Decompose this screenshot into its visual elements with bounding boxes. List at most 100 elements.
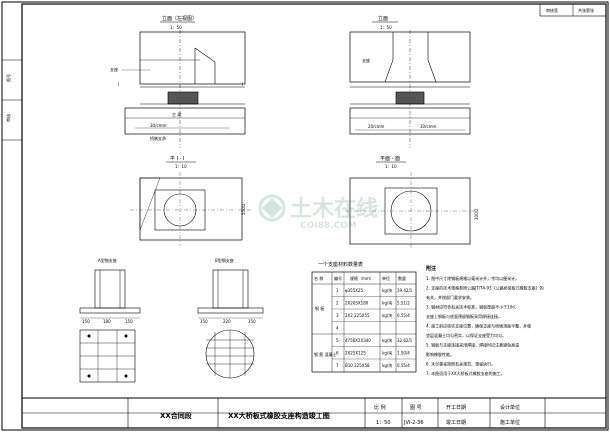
- notes-title: 附注: [426, 265, 436, 272]
- table-cell-id: 7: [336, 363, 339, 368]
- elev-right-dim1: 20/cmm: [368, 124, 385, 129]
- plan-view-right: 平面 - 面 1：10 100/2: [345, 156, 479, 250]
- anchor-a-detail: A型钢支座 150 180 150: [79, 257, 141, 383]
- anchor-a-dim-2: 150: [125, 319, 133, 324]
- table-cell-qty: 0.55/4: [397, 313, 410, 318]
- contract-label: XX合同段: [160, 411, 192, 420]
- side-label-b: 审核: [5, 114, 11, 122]
- drawing-title: XX大桥板式橡胶支座构造竣工图: [228, 411, 330, 420]
- table-cell-unit: kg/块: [382, 350, 392, 356]
- table-header-4: 数量: [398, 275, 406, 281]
- notes-block: 附注 1. 图中尺寸除钢板规格以毫米计外，余均以厘米计。 2. 支座的技术规格参照…: [426, 265, 544, 376]
- table-cell-id: 4: [336, 326, 339, 331]
- scale-label: 比 例: [374, 404, 386, 411]
- svg-text:COI88.COM: COI88.COM: [300, 221, 357, 231]
- table-cell-spec: φ355X25: [345, 288, 364, 293]
- fig-label: 图 号: [410, 405, 422, 411]
- plan1-dim: 550/2: [241, 203, 246, 215]
- note-line: 2. 支座的技术规格参照公路JT/T4-93《公路桥梁板式橡胶支座》的: [426, 285, 544, 291]
- table-cell-qty: 19.42/1: [397, 288, 413, 293]
- table-cell-id: 6: [336, 351, 339, 356]
- note-line: 支座上钢板与底面预留钢板采用焊接连接。: [426, 313, 502, 319]
- table-cell-id: 5: [336, 338, 339, 343]
- note-line: 垫层混凝土均匀密实，以保证支座受力均匀。: [426, 332, 506, 338]
- table-cell-unit: kg/块: [382, 287, 392, 293]
- note-line: 7. 本图适用于XX大桥板式橡胶支座的施工。: [426, 370, 505, 376]
- end-date-label: 竣工日期: [446, 419, 466, 426]
- anchor-a-dim-1: 180: [103, 319, 111, 324]
- anchor-b-dim-1: 220: [223, 319, 231, 324]
- elev-right-scale: 1：50: [380, 25, 392, 30]
- bearing-pad-left: [167, 91, 199, 105]
- table-cell-qty: 0.55/4: [397, 363, 410, 368]
- elev-left-title: 立面（左视图）: [162, 15, 197, 22]
- title-block: XX合同段 XX大桥板式橡胶支座构造竣工图 比 例 1：50 图 号 JVI-2…: [21, 397, 607, 429]
- elev-right-dim2: 30/cmm: [420, 124, 437, 129]
- elevation-left-view: 立面（左视图） 1：50 支座 主 梁 桥墩支承 30/cmm I I: [110, 15, 246, 148]
- elev-right-label: 支座: [362, 57, 370, 63]
- plan2-title: 平面 - 面: [380, 156, 400, 162]
- note-line: 3. 钢材应符合有关技术标准，钢板厚度不小于10d,: [426, 304, 516, 310]
- table-cell-spec: 2X2 225X55: [345, 313, 370, 318]
- note-line: 1. 图中尺寸除钢板规格以毫米计外，余均以厘米计。: [426, 275, 519, 281]
- build-unit-label: 施工单位: [500, 419, 520, 426]
- table-cell-qty: 32.62/1: [397, 338, 413, 343]
- anchor-a-title: A型钢支座: [98, 257, 117, 263]
- plan2-dim: 100/2: [474, 208, 479, 220]
- table-cell-spec: B10 225X58: [345, 363, 370, 368]
- table-cell-id: 1: [336, 288, 339, 293]
- table-title: 一个支座材料数量表: [318, 261, 363, 268]
- elev-left-label-pad: 支座: [110, 66, 118, 72]
- table-cell-qty: 1.50/4: [397, 351, 410, 356]
- table-cell-unit: kg/块: [382, 312, 392, 318]
- note-line: 有关，并按部门要求安装。: [426, 294, 474, 300]
- table-cell-id: 2: [336, 301, 339, 306]
- table-group-steel: 钢 板: [315, 305, 324, 311]
- side-label-a: 图号: [5, 74, 11, 82]
- table-header-2: 规格（mm）: [350, 275, 374, 281]
- plan1-scale: 1：10: [175, 164, 187, 169]
- section-mark-i2: I: [242, 82, 243, 87]
- anchor-a-dim-0: 150: [82, 319, 90, 324]
- table-cell-spec: 4756X2X340: [345, 338, 371, 343]
- section-mark-i: I: [118, 82, 119, 87]
- plan1-title: 平 I - I: [170, 156, 185, 162]
- elev-right-title: 立面: [378, 15, 388, 22]
- table-header-1: 编号: [334, 275, 342, 281]
- elev-left-dim: 30/cmm: [150, 123, 167, 128]
- elevation-right-view: 立面 1：50 支座 20/cmm 30/cmm: [349, 15, 471, 148]
- table-cell-id: 3: [336, 313, 339, 318]
- table-cell-unit: kg/块: [382, 300, 392, 306]
- stamp-left: 审核签: [546, 7, 558, 13]
- table-cell-unit: kg/块: [382, 337, 392, 343]
- start-date-label: 开工日期: [446, 405, 466, 411]
- table-cell-qty: 5.51/2: [397, 301, 410, 306]
- note-line: 5. 钢板与支座连接采用焊接，焊接时应注意避免高温: [426, 342, 519, 348]
- scale-value: 1：50: [376, 420, 391, 426]
- anchor-b-detail: B型钢支座 150 220 150: [197, 257, 264, 379]
- watermark-logo: 土木在线 COI88.COM: [258, 194, 378, 231]
- bearing-pad-right: [395, 91, 425, 105]
- elev-left-beam: 主 梁: [172, 111, 181, 117]
- design-unit-label: 设计单位: [500, 404, 520, 411]
- note-line: 影响橡胶性能。: [426, 351, 454, 357]
- table-cell-spec: 2X205X180: [345, 301, 369, 306]
- note-line: 6. 未尽事宜按照有关规范、规程执行。: [426, 361, 495, 367]
- anchor-b-title: B型钢支座: [215, 257, 234, 263]
- fig-value: JVI-2-36: [403, 420, 424, 426]
- table-header-3: 单位: [382, 275, 390, 281]
- elev-left-scale: 1：50: [170, 25, 182, 30]
- note-line: 4. 施工前应核实支座位置，确保支座与桥墩顶面平整，并使: [426, 323, 531, 329]
- table-cell-unit: kg/块: [382, 362, 392, 368]
- svg-text:土木在线: 土木在线: [290, 196, 378, 222]
- anchor-b-dim-0: 150: [200, 319, 208, 324]
- table-group-concrete: 钢 筋 混凝土: [314, 351, 337, 357]
- anchor-b-dim-2: 150: [248, 319, 256, 324]
- elev-left-pier: 桥墩支承: [150, 135, 166, 141]
- stamp-right: 共张第张: [578, 7, 594, 13]
- table-cell-spec: 2X25X125: [345, 351, 366, 356]
